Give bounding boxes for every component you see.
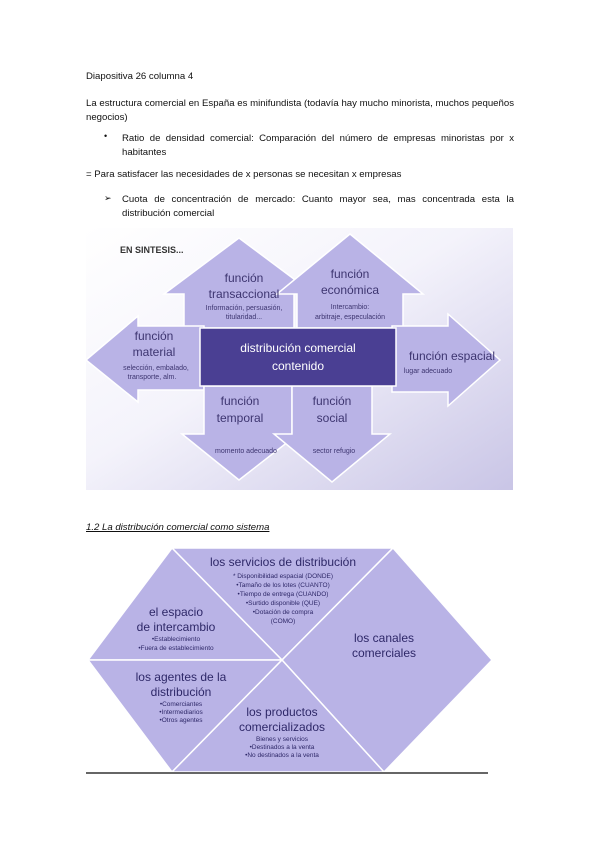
section-title: 1.2 La distribución comercial como siste… [86, 522, 270, 533]
espacial-sub: lugar adecuado [404, 368, 452, 375]
productos-item-1: Bienes y servicios [256, 736, 309, 743]
espacio-title2: de intercambio [137, 620, 216, 634]
social-title2: social [317, 411, 348, 425]
synthesis-diagram: EN SINTESIS... distribución comercial co… [86, 228, 513, 490]
agentes-title1: los agentes de la [136, 670, 227, 684]
slide-reference: Diapositiva 26 columna 4 [86, 71, 194, 82]
bullet-market-concentration: Cuota de concentración de mercado: Cuant… [122, 194, 514, 219]
servicios-title: los servicios de distribución [210, 555, 356, 569]
temporal-sub: momento adecuado [215, 448, 277, 455]
agentes-item-2: •Intermediarios [159, 709, 203, 716]
servicios-item-4: •Surtido disponible (QUE) [246, 600, 320, 607]
material-sub2: transporte, alm. [128, 374, 177, 381]
arrow-social [271, 385, 393, 483]
espacio-item-1: •Establecimiento [152, 636, 201, 643]
shape-productos [170, 658, 386, 773]
servicios-item-3: •Tiempo de entrega (CUANDO) [238, 591, 329, 598]
espacio-item-2: •Fuera de establecimiento [138, 645, 214, 652]
economica-title1: función [331, 267, 370, 281]
center-box [199, 327, 397, 387]
servicios-item-6: (COMO) [271, 618, 296, 625]
economica-title2: económica [321, 283, 379, 297]
social-sub: sector refugio [313, 448, 356, 455]
productos-item-3: •No destinados a la venta [245, 752, 319, 759]
bullet-arrow: ➢ [104, 193, 112, 203]
canales-title2: comerciales [352, 646, 416, 660]
temporal-title2: temporal [217, 411, 264, 425]
productos-title2: comercializados [239, 720, 325, 734]
distribution-system-diagram: los servicios de distribución * Disponib… [86, 546, 494, 774]
arrow-material [86, 314, 205, 404]
paragraph-structure: La estructura comercial en España es min… [86, 98, 514, 123]
transaccional-title1: función [225, 271, 264, 285]
transaccional-title2: transaccional [209, 287, 280, 301]
espacial-title: función espacial [409, 349, 495, 363]
servicios-item-2: •Tamaño de los lotes (CUANTO) [236, 582, 330, 589]
bullet-dot: • [104, 131, 108, 141]
social-title1: función [313, 394, 352, 408]
temporal-title1: función [221, 394, 260, 408]
material-title2: material [133, 345, 176, 359]
material-sub1: selección, embalado, [123, 365, 189, 372]
center-line1: distribución comercial [240, 341, 355, 355]
productos-title1: los productos [246, 705, 317, 719]
arrow-espacial [391, 312, 502, 408]
center-line2: contenido [272, 359, 324, 373]
productos-item-2: •Destinados a la venta [250, 744, 315, 751]
transaccional-sub2: titularidad... [226, 314, 262, 321]
agentes-item-1: •Comerciantes [160, 701, 203, 708]
arrow-economica [274, 233, 426, 329]
equals-line: = Para satisfacer las necesidades de x p… [86, 169, 402, 180]
agentes-title2: distribución [151, 685, 212, 699]
economica-sub1: Intercambio: [331, 304, 370, 311]
agentes-item-3: •Otros agentes [159, 717, 203, 724]
synthesis-label: EN SINTESIS... [120, 245, 184, 255]
servicios-item-1: * Disponibilidad espacial (DONDE) [233, 573, 333, 580]
servicios-item-5: •Dotación de compra [253, 609, 314, 616]
economica-sub2: arbitraje, especulación [315, 314, 385, 321]
arrow-transaccional [161, 237, 317, 329]
canales-title1: los canales [354, 631, 414, 645]
espacio-title1: el espacio [149, 605, 203, 619]
transaccional-sub1: Información, persuasión, [206, 305, 283, 312]
material-title1: función [135, 329, 174, 343]
bullet-density-ratio: Ratio de densidad comercial: Comparación… [122, 133, 514, 158]
